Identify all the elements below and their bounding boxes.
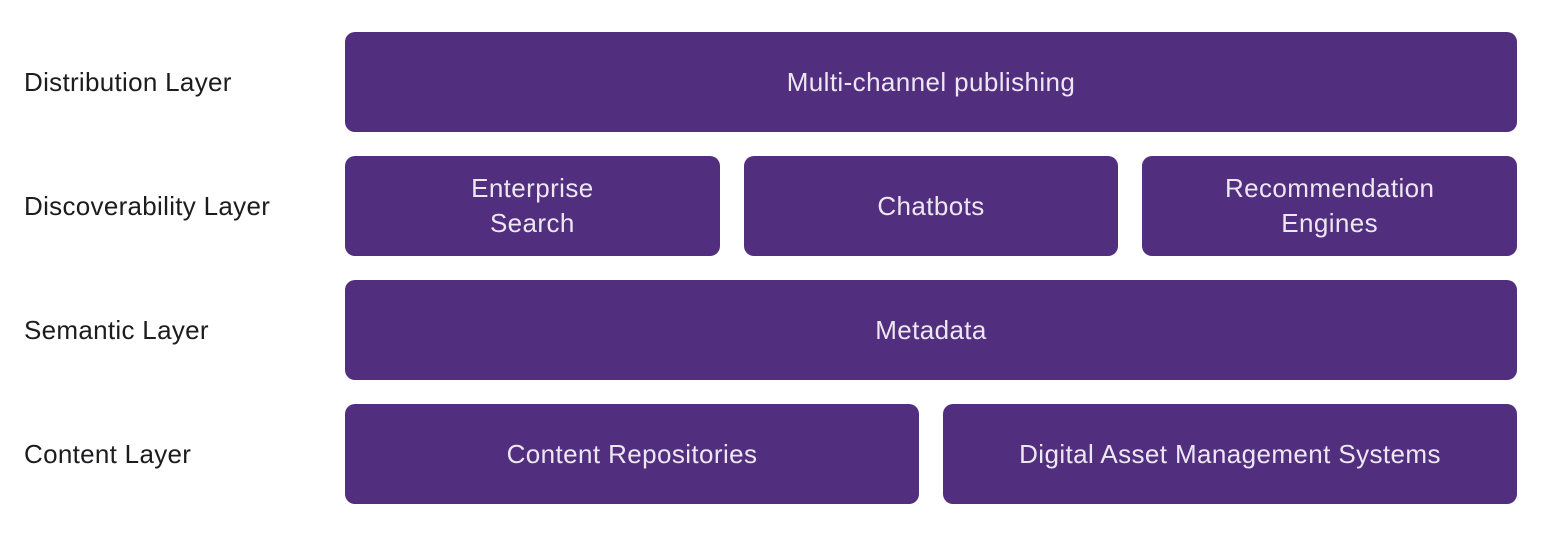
content-layer-boxes: Content Repositories Digital Asset Manag… bbox=[345, 404, 1517, 504]
semantic-layer-boxes: Metadata bbox=[345, 280, 1517, 380]
layer-row-discoverability: Discoverability Layer Enterprise Search … bbox=[0, 156, 1542, 256]
discoverability-layer-boxes: Enterprise Search Chatbots Recommendatio… bbox=[345, 156, 1518, 256]
box-enterprise-search: Enterprise Search bbox=[345, 156, 720, 256]
layer-label-semantic: Semantic Layer bbox=[24, 314, 209, 345]
box-digital-asset-management-systems: Digital Asset Management Systems bbox=[943, 404, 1517, 504]
box-recommendation-engines: Recommendation Engines bbox=[1142, 156, 1518, 256]
box-metadata: Metadata bbox=[345, 280, 1517, 380]
box-content-repositories: Content Repositories bbox=[345, 404, 919, 504]
box-chatbots: Chatbots bbox=[743, 156, 1119, 256]
layer-label-distribution: Distribution Layer bbox=[24, 66, 232, 97]
layer-row-semantic: Semantic Layer Metadata bbox=[0, 280, 1542, 380]
layer-row-distribution: Distribution Layer Multi-channel publish… bbox=[0, 32, 1542, 132]
layer-row-content: Content Layer Content Repositories Digit… bbox=[0, 404, 1542, 504]
layer-label-discoverability: Discoverability Layer bbox=[24, 190, 271, 221]
distribution-layer-boxes: Multi-channel publishing bbox=[345, 32, 1517, 132]
box-multi-channel-publishing: Multi-channel publishing bbox=[345, 32, 1517, 132]
layer-label-content: Content Layer bbox=[24, 438, 192, 469]
